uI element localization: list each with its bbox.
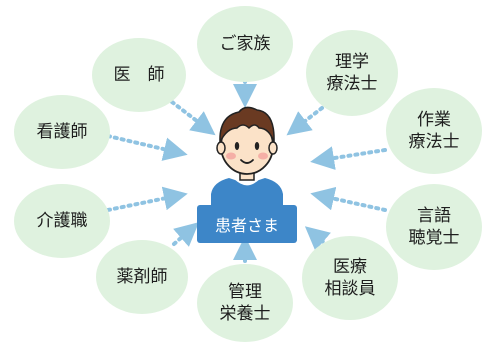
role-dietitian-line2: 栄養士 <box>219 304 271 324</box>
patient-mouth <box>240 159 254 164</box>
role-caregiver: 介護職 <box>14 184 110 258</box>
role-st-line2: 聴覚士 <box>408 228 460 248</box>
patient-collar <box>234 177 260 186</box>
arrow-nurse <box>106 134 188 161</box>
patient-ear-left <box>216 141 226 155</box>
role-dietitian: 管理 栄養士 <box>197 264 293 342</box>
patient-illustration <box>211 106 283 210</box>
role-doctor: 医 師 <box>92 38 186 112</box>
patient-label-text: 患者さま <box>214 216 279 235</box>
role-st: 言語 聴覚士 <box>386 184 482 270</box>
role-family-label: ご家族 <box>219 34 271 54</box>
arrow-caregiver <box>106 186 188 212</box>
patient-cheek-left <box>226 152 236 160</box>
role-pt: 理学 療法士 <box>306 30 398 116</box>
role-pt-line2: 療法士 <box>326 74 378 94</box>
role-st-line1: 言語 <box>417 206 451 226</box>
role-counselor-line2: 相談員 <box>324 279 376 299</box>
role-ot: 作業 療法士 <box>386 88 482 174</box>
patient-label: 患者さま <box>197 205 297 243</box>
role-dietitian-line1: 管理 <box>228 282 262 302</box>
patient-shirt <box>211 178 283 210</box>
role-pharmacist: 薬剤師 <box>96 240 188 314</box>
role-counselor-line1: 医療 <box>333 257 367 277</box>
arrow-doctor <box>170 100 216 136</box>
arrow-pt <box>286 106 324 136</box>
patient-ear-right <box>268 141 278 155</box>
role-pt-line1: 理学 <box>335 52 369 72</box>
role-nurse-label: 看護師 <box>36 122 88 142</box>
arrow-ot <box>310 146 387 170</box>
role-ot-line1: 作業 <box>417 110 451 130</box>
arrow-pharmacist <box>172 222 200 247</box>
role-doctor-label: 医 師 <box>113 65 165 85</box>
role-ot-line2: 療法士 <box>408 132 460 152</box>
patient-cheek-right <box>258 152 268 160</box>
role-family: ご家族 <box>197 6 293 82</box>
role-nurse: 看護師 <box>14 95 110 169</box>
role-pharmacist-label: 薬剤師 <box>116 267 168 287</box>
patient-eye-right <box>254 142 260 150</box>
patient-eye-left <box>234 142 240 150</box>
role-caregiver-label: 介護職 <box>36 211 88 231</box>
arrow-st <box>310 186 387 212</box>
role-counselor: 医療 相談員 <box>302 236 398 320</box>
patient-hair <box>219 106 275 143</box>
